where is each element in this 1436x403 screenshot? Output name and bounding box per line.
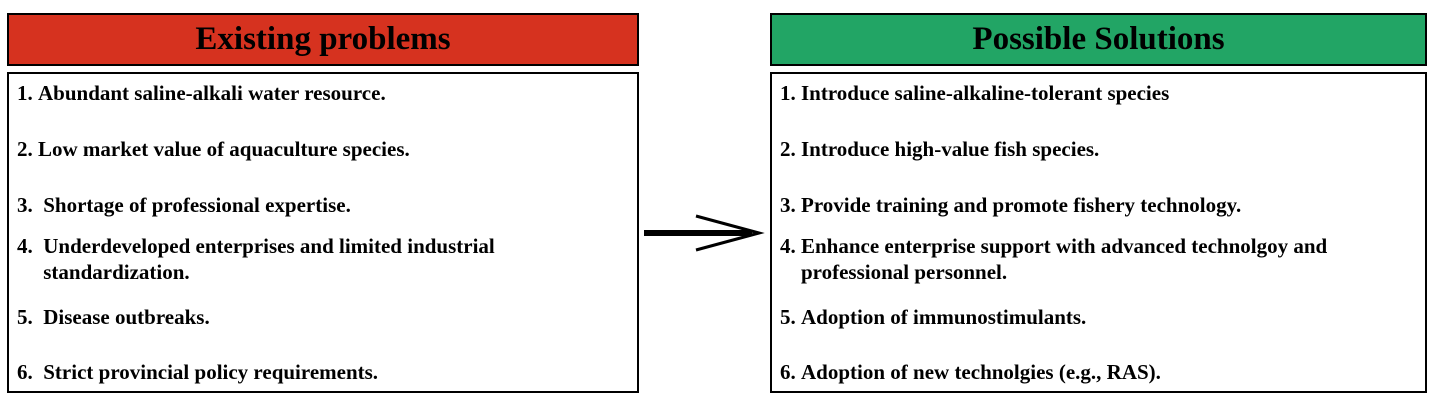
right-arrow-icon (644, 214, 765, 252)
solutions-title: Possible Solutions (972, 21, 1225, 57)
problem-item-4: 4. Underdeveloped enterprises and limite… (17, 234, 495, 284)
problem-item-3: 3. Shortage of professional expertise. (17, 193, 351, 217)
problems-header: Existing problems (7, 13, 639, 66)
problem-item-1: 1. Abundant saline-alkali water resource… (17, 81, 386, 105)
solution-item-5: 5. Adoption of immunostimulants. (780, 305, 1087, 329)
solutions-header: Possible Solutions (770, 13, 1427, 66)
problem-item-6: 6. Strict provincial policy requirements… (17, 360, 379, 384)
problem-item-2: 2. Low market value of aquaculture speci… (17, 137, 410, 161)
solution-item-2: 2. Introduce high-value fish species. (780, 137, 1100, 161)
solution-item-6: 6. Adoption of new technolgies (e.g., RA… (780, 360, 1161, 384)
problems-title: Existing problems (195, 21, 451, 57)
problem-item-5: 5. Disease outbreaks. (17, 305, 210, 329)
solution-item-3: 3. Provide training and promote fishery … (780, 193, 1242, 217)
problems-list: 1. Abundant saline-alkali water resource… (7, 72, 639, 393)
solution-item-1: 1. Introduce saline-alkaline-tolerant sp… (780, 81, 1170, 105)
solution-item-4: 4. Enhance enterprise support with advan… (780, 234, 1328, 284)
solutions-list: 1. Introduce saline-alkaline-tolerant sp… (770, 72, 1427, 393)
